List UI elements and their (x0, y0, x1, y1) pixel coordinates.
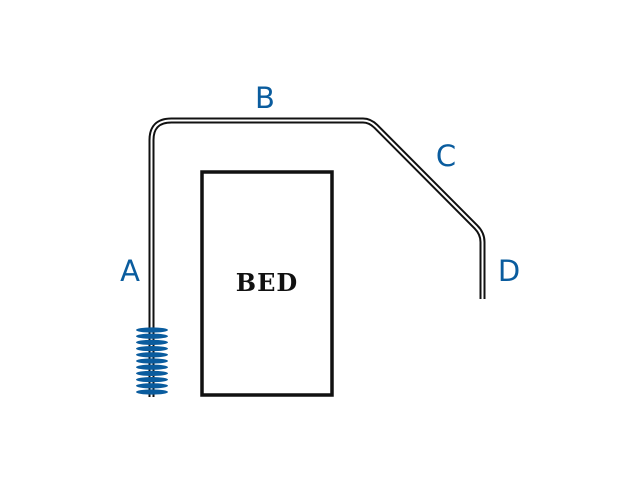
coil-turn (136, 364, 168, 370)
coil-turn (136, 327, 168, 333)
coil-turn (136, 383, 168, 389)
coil-spring (136, 327, 168, 395)
bed-outline (200, 170, 334, 397)
pipe-inner (150, 119, 484, 397)
pipe (148, 117, 486, 397)
coil-turn (136, 346, 168, 352)
coil-turn (136, 389, 168, 395)
label-b: B (255, 81, 275, 115)
bed-label: BED (236, 268, 298, 297)
label-d: D (498, 254, 520, 288)
label-a: A (120, 254, 140, 288)
label-c: C (436, 139, 456, 173)
coil-turn (136, 370, 168, 376)
coil-turn (136, 352, 168, 358)
coil-turn (136, 339, 168, 345)
coil-turn (136, 333, 168, 339)
coil-turn (136, 358, 168, 364)
coil-turn (136, 377, 168, 383)
